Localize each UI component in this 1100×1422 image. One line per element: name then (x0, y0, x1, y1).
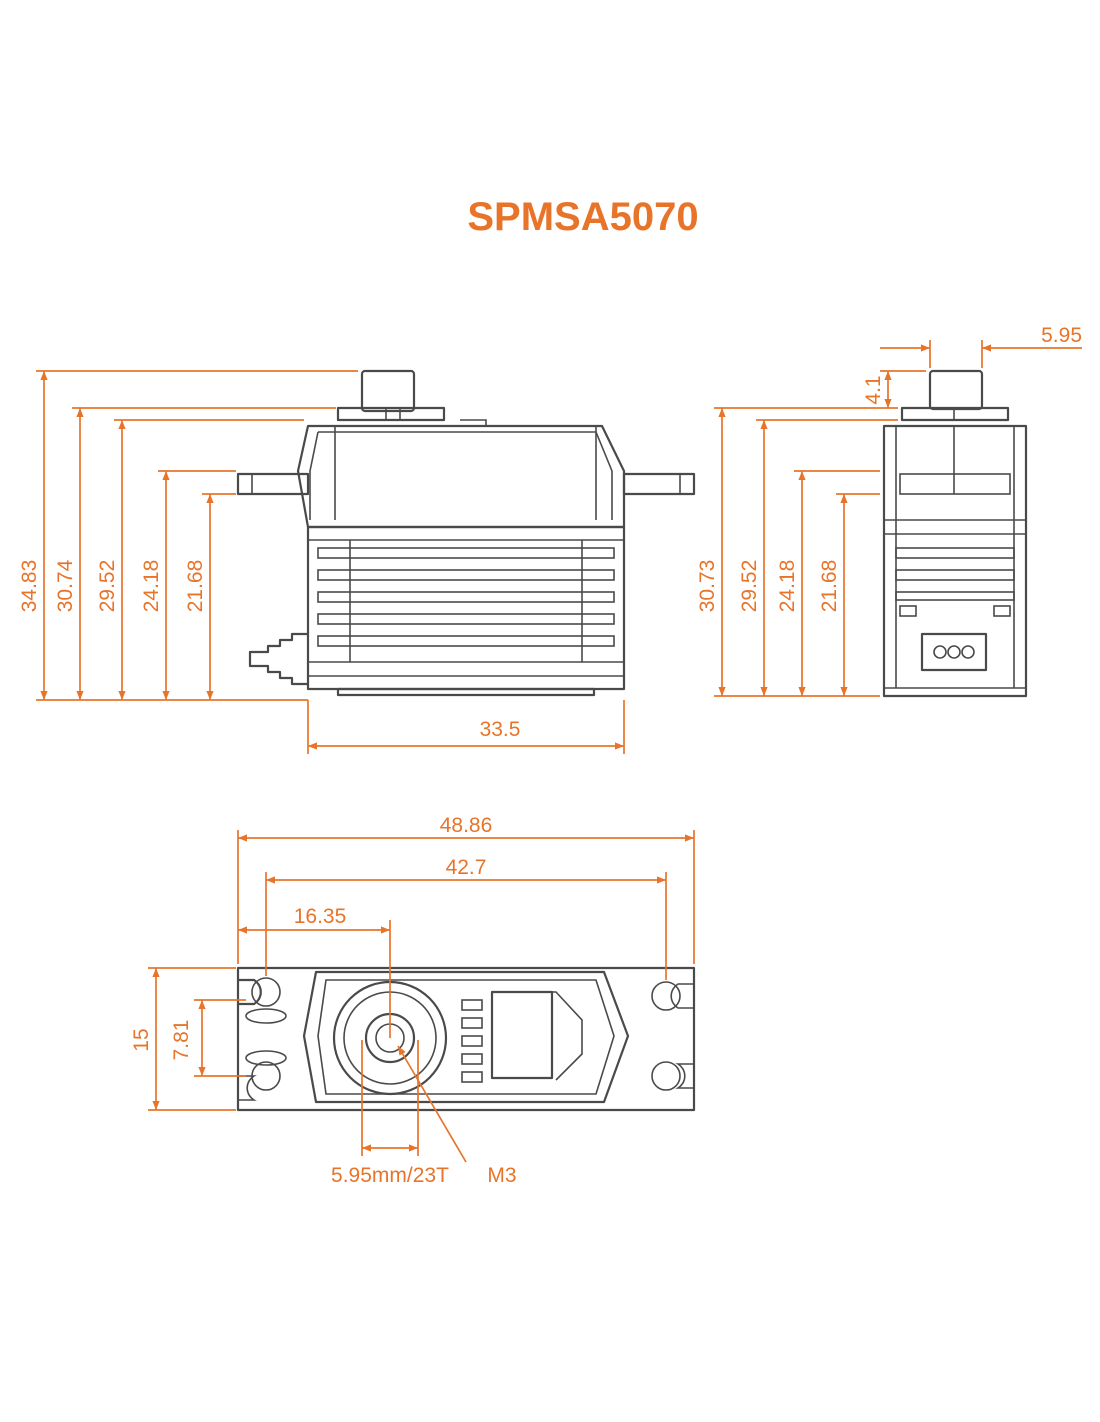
side-height-30-74: 30.74 (54, 559, 77, 612)
top-view-callouts: 5.95mm/23T M3 (331, 1040, 517, 1187)
top-screw-m3: M3 (487, 1164, 516, 1187)
end-view-height-dims: 30.73 29.52 24.18 21.68 (696, 407, 898, 697)
side-height-29-52: 29.52 (96, 560, 119, 613)
top-length-48-86: 48.86 (440, 814, 493, 837)
top-hole-spacing-42-7: 42.7 (446, 856, 487, 879)
end-width-5-95: 5.95 (1041, 324, 1082, 347)
end-height-29-52: 29.52 (738, 560, 761, 613)
end-spline-height-4-1: 4.1 (862, 375, 885, 404)
top-spline-5-95mm-23t: 5.95mm/23T (331, 1164, 449, 1187)
end-view-top-dims: 5.95 4.1 (862, 324, 1082, 408)
top-slot-7-81: 7.81 (170, 1020, 193, 1061)
end-height-30-73: 30.73 (696, 560, 719, 613)
top-shaft-offset-16-35: 16.35 (294, 905, 347, 928)
end-view-outline (882, 369, 1028, 698)
side-view-height-dims: 34.83 30.74 29.52 24.18 21.68 (18, 370, 358, 701)
model-title: SPMSA5070 (467, 195, 698, 239)
side-width-33-5: 33.5 (480, 718, 521, 741)
side-view-width-dim: 33.5 (307, 700, 625, 754)
top-view-outline (236, 966, 696, 1112)
side-height-21-68: 21.68 (184, 560, 207, 613)
top-width-15: 15 (130, 1028, 153, 1051)
end-height-24-18: 24.18 (776, 560, 799, 613)
top-view-length-dims: 48.86 42.7 16.35 (237, 814, 695, 1038)
side-height-34-83: 34.83 (18, 560, 41, 613)
end-height-21-68: 21.68 (818, 560, 841, 613)
side-height-24-18: 24.18 (140, 560, 163, 613)
top-view-width-dims: 15 7.81 (130, 967, 246, 1111)
side-view-outline (236, 369, 696, 697)
